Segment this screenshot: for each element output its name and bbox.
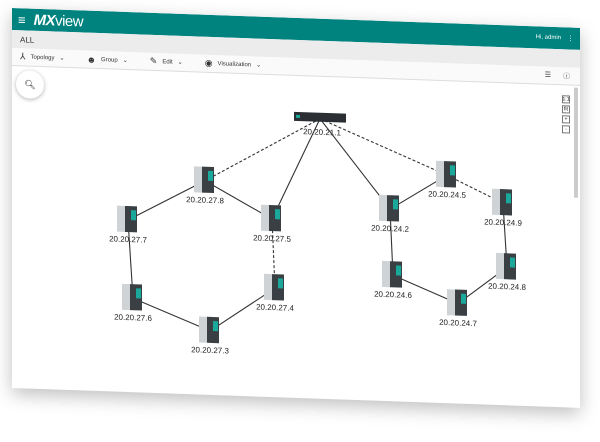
zoom-controls: 1:1 fit + -: [562, 95, 570, 134]
node-label: 20.20.24.6: [374, 290, 412, 300]
node-label: 20.20.27.4: [256, 303, 294, 313]
switch-node[interactable]: 20.20.24.9: [484, 188, 522, 228]
switch-body-icon: [264, 273, 272, 301]
app-window: ≡ MXview Hi, admin ⋮ ALL ⅄Topology⌄ ☻Gro…: [12, 8, 580, 408]
switch-ports-icon: [393, 199, 398, 210]
node-label: 20.20.24.8: [488, 282, 526, 292]
link-active[interactable]: [271, 117, 321, 221]
switch-ports-icon: [450, 165, 455, 176]
switch-body-icon: [122, 283, 130, 311]
switch-ports-icon: [396, 265, 401, 276]
zoom-fit-button[interactable]: fit: [562, 105, 570, 114]
switch-body-icon: [447, 289, 455, 316]
port-led: [296, 114, 300, 119]
node-label: 20.20.24.2: [371, 224, 409, 234]
eye-icon: ◉: [204, 57, 213, 69]
pencil-icon: ✎: [149, 55, 158, 67]
link-active[interactable]: [204, 180, 273, 220]
link-active[interactable]: [132, 297, 211, 332]
user-greeting[interactable]: Hi, admin: [535, 34, 561, 42]
switch-node[interactable]: 20.20.27.4: [256, 273, 294, 313]
more-vert-icon[interactable]: ⋮: [567, 35, 574, 43]
topology-label: Topology: [30, 54, 55, 61]
topology-canvas[interactable]: 20.20.21.1 20.20.27.8 20.20.27.7 20.20.27.5…: [12, 66, 580, 408]
group-label: Group: [101, 56, 118, 64]
topology-menu[interactable]: ⅄ Topology ⌄: [20, 51, 65, 64]
search-icon: 🔍︎: [24, 78, 36, 90]
switch-node[interactable]: 20.20.27.7: [109, 205, 147, 245]
node-label: 20.20.24.5: [428, 190, 466, 200]
switch-body-icon: [379, 194, 387, 222]
core-switch-node[interactable]: 20.20.21.1: [294, 111, 346, 138]
switch-node[interactable]: 20.20.24.7: [439, 289, 477, 328]
zoom-in-button[interactable]: +: [562, 115, 570, 124]
switch-node[interactable]: 20.20.24.6: [374, 260, 412, 300]
switch-node[interactable]: 20.20.27.6: [114, 283, 152, 323]
switch-ports-icon: [278, 278, 283, 289]
chevron-down-icon: ⌄: [122, 57, 128, 65]
zoom-out-button[interactable]: -: [562, 125, 570, 134]
node-label: 20.20.21.1: [303, 127, 341, 137]
switch-ports-icon: [213, 321, 218, 332]
app-logo: MXview: [34, 11, 84, 30]
hamburger-menu-icon[interactable]: ≡: [18, 11, 26, 27]
rack-switch-icon: [294, 111, 346, 123]
chevron-down-icon: ⌄: [177, 59, 183, 66]
edit-label: Edit: [162, 58, 173, 66]
switch-body-icon: [496, 252, 504, 280]
switch-node[interactable]: 20.20.27.3: [191, 316, 229, 356]
group-menu[interactable]: ☻ Group ⌄: [87, 54, 128, 65]
switch-ports-icon: [506, 193, 511, 204]
switch-body-icon: [261, 204, 269, 231]
switch-ports-icon: [136, 288, 141, 299]
switch-node[interactable]: 20.20.24.8: [488, 252, 526, 292]
group-icon: ☻: [86, 54, 97, 65]
switch-body-icon: [436, 160, 444, 188]
switch-body-icon: [382, 260, 390, 288]
node-label: 20.20.27.7: [109, 234, 147, 244]
topology-map: 20.20.21.1 20.20.27.8 20.20.27.7 20.20.27.5…: [109, 111, 526, 356]
node-label: 20.20.27.6: [114, 313, 152, 323]
switch-body-icon: [199, 316, 207, 343]
edit-menu[interactable]: ✎ Edit ⌄: [150, 56, 183, 68]
logo-mx: MX: [33, 11, 56, 30]
vertical-scrollbar[interactable]: [574, 87, 578, 198]
switch-ports-icon: [461, 293, 466, 304]
switch-ports-icon: [275, 209, 280, 220]
chevron-down-icon: ⌄: [59, 55, 65, 62]
zoom-actual-size-button[interactable]: 1:1: [562, 95, 570, 104]
link-active[interactable]: [127, 178, 206, 223]
list-icon[interactable]: ☰: [544, 71, 551, 79]
link-backup[interactable]: [319, 118, 448, 176]
switch-body-icon: [117, 205, 125, 232]
switch-ports-icon: [510, 257, 515, 268]
search-button[interactable]: 🔍︎: [16, 70, 44, 100]
switch-node[interactable]: 20.20.27.8: [186, 166, 224, 205]
switch-node[interactable]: 20.20.24.2: [371, 194, 409, 234]
node-label: 20.20.27.5: [253, 233, 291, 243]
node-label: 20.20.27.8: [186, 195, 224, 205]
visualization-label: Visualization: [217, 60, 252, 68]
switch-body-icon: [492, 188, 500, 216]
node-label: 20.20.24.7: [439, 318, 477, 328]
switch-ports-icon: [208, 170, 213, 182]
node-label: 20.20.27.3: [191, 345, 229, 355]
link-backup[interactable]: [204, 115, 321, 185]
switch-body-icon: [194, 166, 202, 193]
logo-view: view: [55, 12, 84, 30]
switch-node[interactable]: 20.20.27.5: [253, 204, 291, 244]
node-label: 20.20.24.9: [484, 217, 522, 227]
link-active[interactable]: [319, 118, 391, 210]
switch-ports-icon: [131, 210, 136, 221]
visualization-menu[interactable]: ◉ Visualization ⌄: [205, 58, 261, 71]
chevron-down-icon: ⌄: [256, 62, 262, 69]
topology-icon: ⅄: [20, 51, 26, 62]
info-icon[interactable]: ⓘ: [563, 72, 570, 80]
switch-node[interactable]: 20.20.24.5: [428, 160, 466, 200]
